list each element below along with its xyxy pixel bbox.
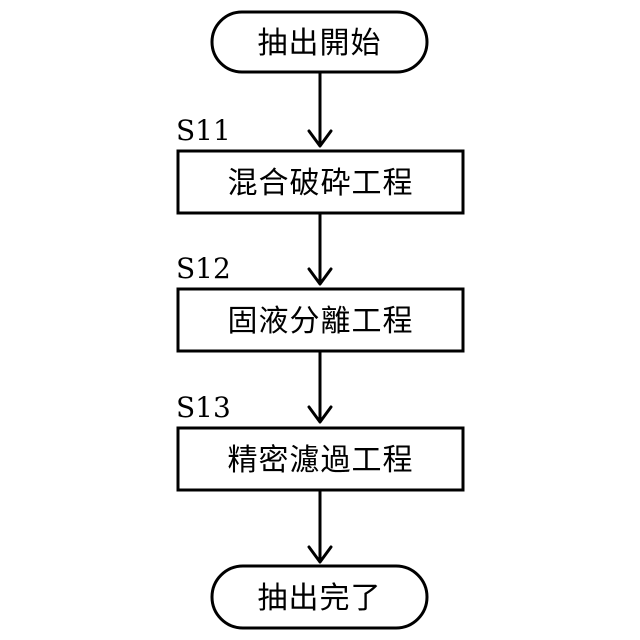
arrow-s11-to-s12	[309, 213, 331, 284]
end-label: 抽出完了	[258, 581, 382, 616]
step-s11-id: S11	[176, 114, 231, 147]
arrow-s12-to-s13	[309, 351, 331, 422]
step-s12-id: S12	[176, 252, 231, 285]
step-s11-label: 混合破砕工程	[228, 166, 414, 201]
end-node: 抽出完了	[212, 566, 427, 628]
start-node: 抽出開始	[212, 12, 427, 72]
step-s13-id: S13	[176, 391, 231, 424]
arrow-start-to-s11	[309, 72, 331, 146]
step-s12-label: 固液分離工程	[228, 304, 414, 339]
step-s13-label: 精密濾過工程	[228, 443, 414, 478]
arrow-s13-to-end	[309, 490, 331, 562]
start-label: 抽出開始	[258, 26, 382, 61]
